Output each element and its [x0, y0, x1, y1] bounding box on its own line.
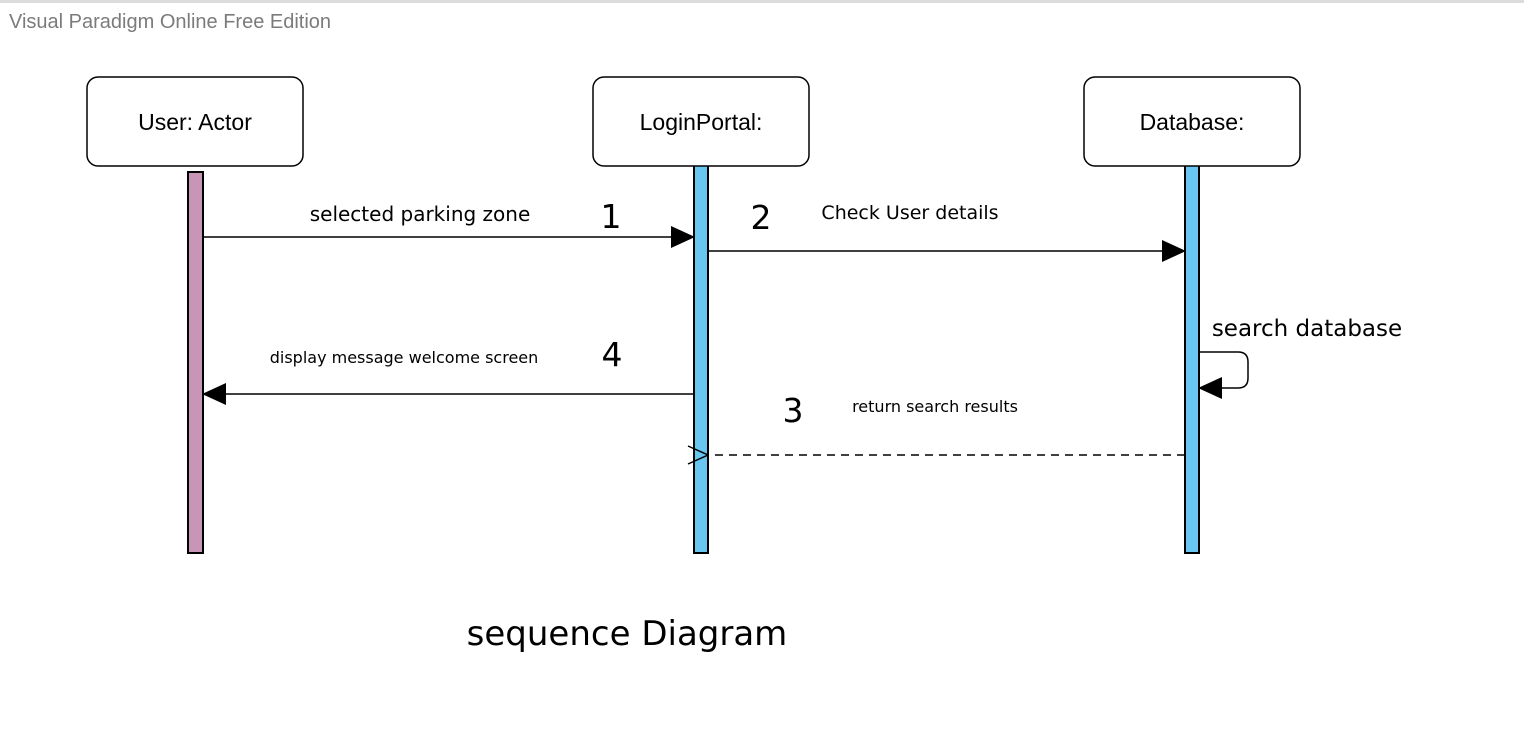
message-1-label: selected parking zone — [310, 202, 531, 226]
watermark-text: Visual Paradigm Online Free Edition — [9, 11, 332, 33]
self-message-label: search database — [1212, 316, 1402, 342]
top-border — [0, 0, 1524, 3]
message-3-number: 3 — [783, 391, 804, 430]
lifeline-label-portal: LoginPortal: — [640, 109, 763, 135]
diagram-caption: sequence Diagram — [467, 614, 788, 654]
lifeline-head-user[interactable]: User: Actor — [86, 76, 304, 167]
message-4-number: 4 — [602, 335, 623, 374]
activation-bar-database — [1184, 159, 1200, 554]
lifeline-head-portal[interactable]: LoginPortal: — [592, 76, 810, 167]
self-message-arrow[interactable] — [1198, 351, 1249, 399]
message-3-label: return search results — [852, 397, 1018, 416]
message-2-label: Check User details — [821, 202, 998, 224]
message-2-number: 2 — [751, 198, 772, 237]
lifeline-label-database: Database: — [1140, 109, 1245, 135]
lifeline-label-user: User: Actor — [138, 109, 252, 135]
activation-bar-user — [187, 171, 204, 554]
message-4-label: display message welcome screen — [270, 348, 539, 367]
lifeline-head-database[interactable]: Database: — [1083, 76, 1301, 167]
message-1-number: 1 — [601, 197, 622, 236]
activation-bar-portal — [693, 159, 709, 554]
